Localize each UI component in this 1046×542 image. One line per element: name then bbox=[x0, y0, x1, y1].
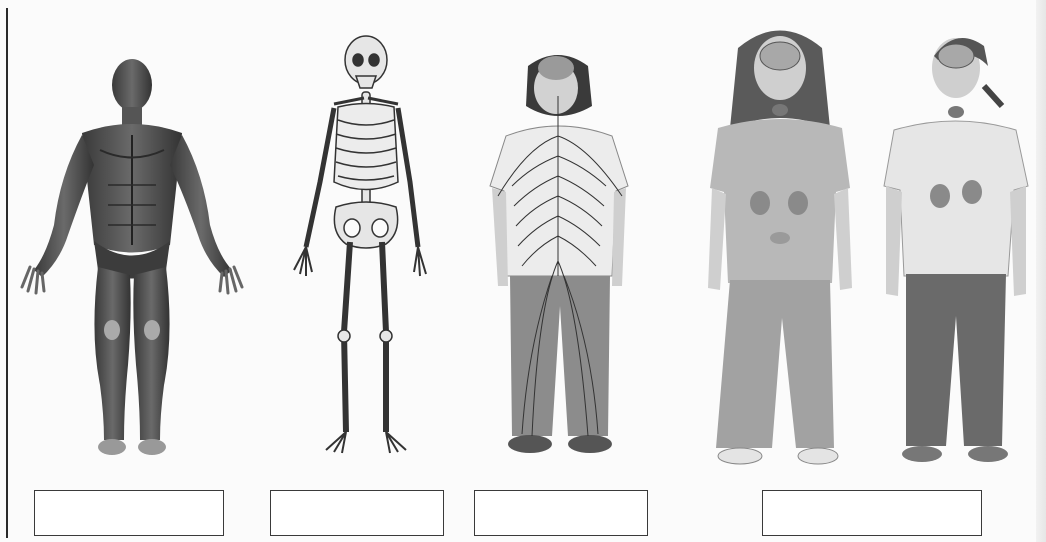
endocrine-male-figure-icon bbox=[880, 26, 1030, 471]
answer-box-nervous[interactable] bbox=[474, 490, 648, 536]
answer-box-endocrine[interactable] bbox=[762, 490, 982, 536]
endocrine-female-figure-icon bbox=[700, 18, 860, 473]
page-left-rule bbox=[6, 8, 8, 538]
scan-edge-shadow bbox=[1036, 0, 1046, 542]
skeletal-system-figure-icon bbox=[268, 32, 438, 462]
answer-box-muscular[interactable] bbox=[34, 490, 224, 536]
nervous-system-figure-icon bbox=[488, 46, 633, 461]
muscular-system-figure-icon bbox=[20, 55, 245, 465]
answer-box-skeletal[interactable] bbox=[270, 490, 444, 536]
